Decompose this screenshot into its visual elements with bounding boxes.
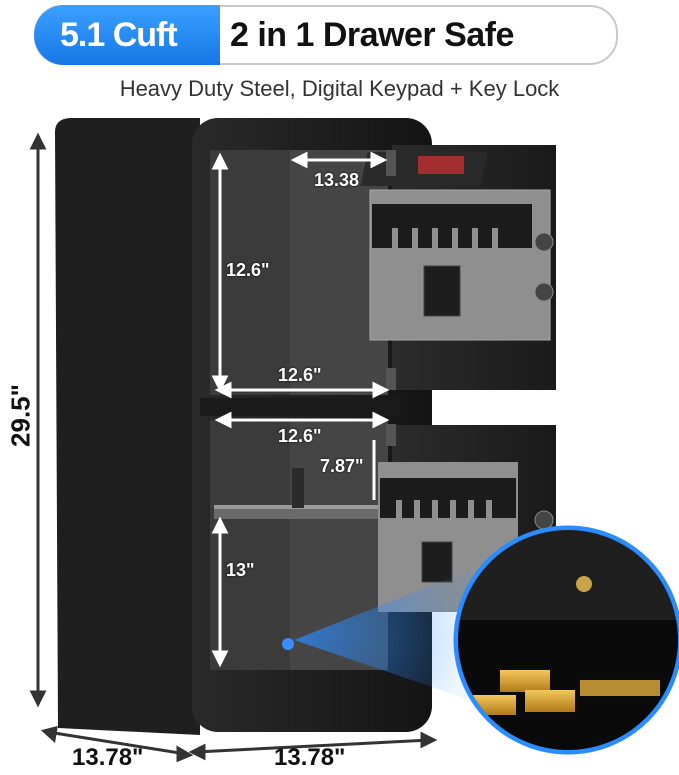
gold-bar-1 [500, 670, 550, 692]
top-height-label: 12.6" [226, 260, 270, 280]
zoom-beam [294, 570, 470, 700]
bottom-width-label: 12.6" [278, 426, 322, 446]
drawer-height-label: 7.87" [320, 456, 364, 476]
product-subtitle: Heavy Duty Steel, Digital Keypad + Key L… [119, 76, 560, 101]
product-title: 2 in 1 Drawer Safe [230, 16, 514, 54]
top-width-depth-label: 13.38 [314, 170, 360, 190]
base-width-label: 13.78" [274, 744, 346, 771]
top-door-lockbox [423, 265, 461, 317]
header-badge: 5.1 Cuft 2 in 1 Drawer Safe [34, 5, 618, 65]
top-width-label: 12.6" [278, 365, 322, 385]
top-bolt-2 [534, 282, 554, 302]
bottom-bolt [534, 510, 554, 530]
gold-bar-2 [525, 690, 575, 712]
key-lock [282, 638, 294, 650]
zoom-key-hole [576, 576, 592, 592]
top-bolt-1 [534, 232, 554, 252]
bottom-door-lockbox [421, 541, 453, 583]
capacity-label: 5.1 Cuft [60, 16, 178, 54]
height-outer-label: 29.5" [5, 384, 36, 447]
bottom-height-label: 13" [226, 560, 255, 580]
zoom-detail [453, 525, 679, 755]
base-depth-label: 13.78" [72, 744, 144, 771]
compartment-divider [200, 398, 400, 416]
capacity-badge [34, 5, 220, 65]
jewelry [580, 680, 660, 696]
safe-side-panel [55, 118, 200, 735]
